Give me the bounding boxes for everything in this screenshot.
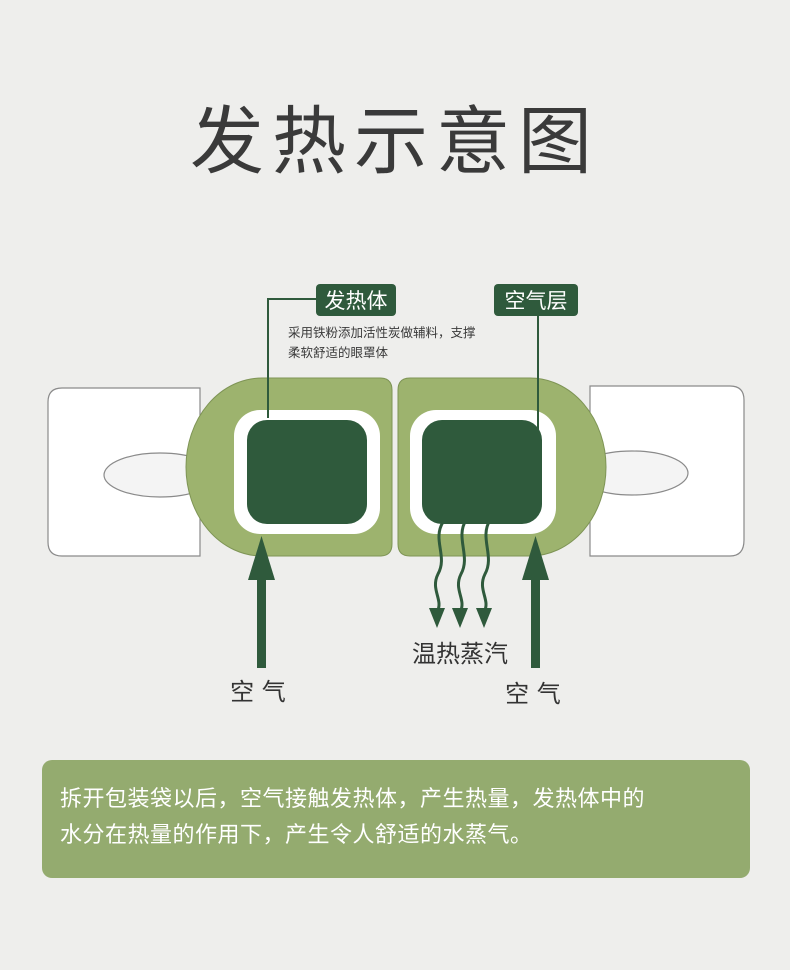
air-layer-label-box [494, 284, 578, 316]
heater-description-line2: 柔软舒适的眼罩体 [288, 345, 389, 360]
heater-callout-line [267, 298, 316, 418]
heater-block [247, 420, 367, 524]
description-line2: 水分在热量的作用下，产生令人舒适的水蒸气。 [60, 823, 533, 848]
arrow-up-icon [248, 536, 275, 668]
air-label-right: 空 气 [505, 680, 561, 708]
left-eye-pad [185, 377, 393, 557]
heater-label: 发热体 [325, 289, 388, 313]
steam-label: 温热蒸汽 [412, 640, 508, 668]
air-layer-label: 空气层 [505, 289, 568, 313]
right-eye-pad [397, 377, 607, 557]
page-title: 发热示意图 [190, 99, 600, 185]
heater-description-line1: 采用铁粉添加活性炭做辅料，支撑 [288, 325, 476, 340]
heater-label-box [316, 284, 396, 316]
air-label-left: 空 气 [230, 678, 286, 706]
steam-arrow-heads [429, 608, 492, 628]
steam-arrow-icon [433, 519, 492, 613]
arrow-up-icon [522, 536, 549, 668]
air-layer-block [422, 420, 542, 524]
description-panel: 拆开包装袋以后，空气接触发热体，产生热量，发热体中的 水分在热量的作用下，产生令… [42, 760, 750, 878]
description-line1: 拆开包装袋以后，空气接触发热体，产生热量，发热体中的 [60, 787, 646, 812]
